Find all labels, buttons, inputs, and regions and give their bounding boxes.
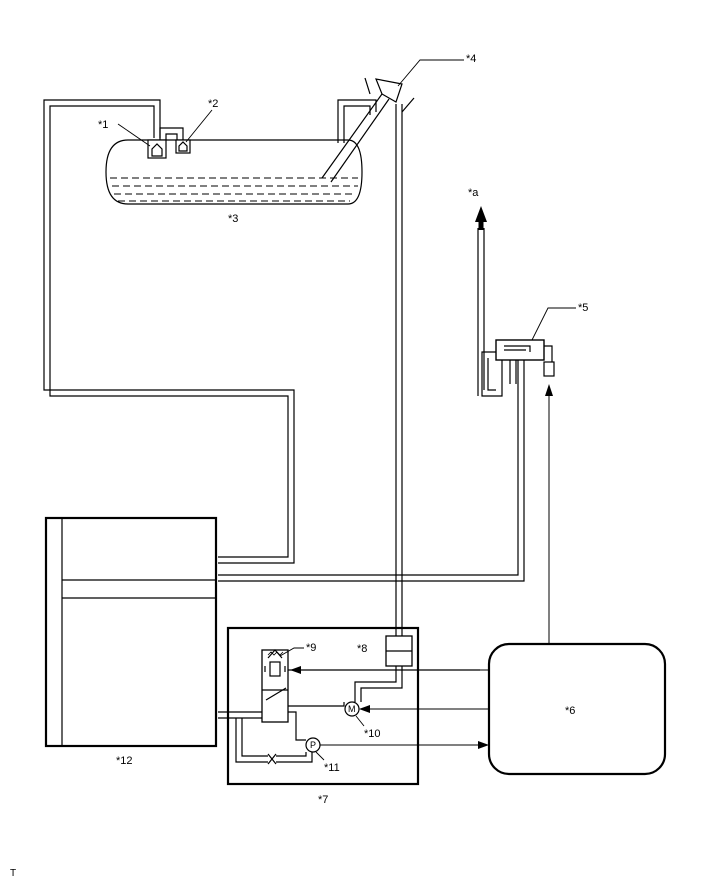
roll-over-valve (175, 139, 191, 154)
filter (354, 635, 413, 702)
label-9: *9 (306, 642, 316, 654)
label-8: *8 (357, 643, 367, 655)
vent-line-right (337, 99, 377, 143)
label-a: *a (468, 187, 479, 199)
label-2: *2 (208, 98, 218, 110)
fuel-tank (105, 139, 363, 205)
charcoal-canister (44, 516, 218, 748)
purge-line (218, 360, 525, 582)
purge-vsv (495, 339, 555, 384)
ecm (487, 642, 667, 776)
canister-pump-valve (261, 649, 480, 723)
leader-2 (185, 109, 213, 143)
vent-line-left (43, 99, 295, 564)
leader-10 (355, 715, 365, 727)
intake-line (477, 228, 503, 397)
corner-mark: T (10, 868, 16, 879)
label-12: *12 (116, 755, 133, 767)
label-4: *4 (466, 53, 476, 65)
label-11: *11 (324, 762, 340, 774)
label-7: *7 (318, 794, 328, 806)
motor-symbol: M (348, 704, 356, 714)
arrowheads (290, 206, 553, 749)
label-10: *10 (364, 728, 381, 740)
label-1: *1 (98, 119, 108, 131)
label-3: *3 (228, 213, 238, 225)
leader-9 (279, 647, 304, 657)
leader-11 (315, 751, 325, 761)
label-6: *6 (565, 705, 575, 717)
signal-lines (292, 392, 550, 746)
labels: *1 *2 *3 *4 *a *5 *6 *7 *8 *9 *10 *11 *1… (10, 53, 588, 879)
pump-module (226, 626, 420, 786)
orifice (267, 752, 313, 765)
label-5: *5 (578, 302, 588, 314)
fuel-cutoff-valve (147, 139, 167, 159)
pressure-symbol: P (310, 740, 316, 750)
leader-1 (117, 123, 151, 147)
canister-to-pump-line (218, 702, 345, 763)
vapor-pipe-to-pump-module (395, 104, 403, 636)
leader-5 (531, 307, 576, 341)
leader-4 (397, 59, 464, 87)
valve-connector-pipe (159, 127, 184, 140)
filler-pipe (321, 77, 415, 183)
